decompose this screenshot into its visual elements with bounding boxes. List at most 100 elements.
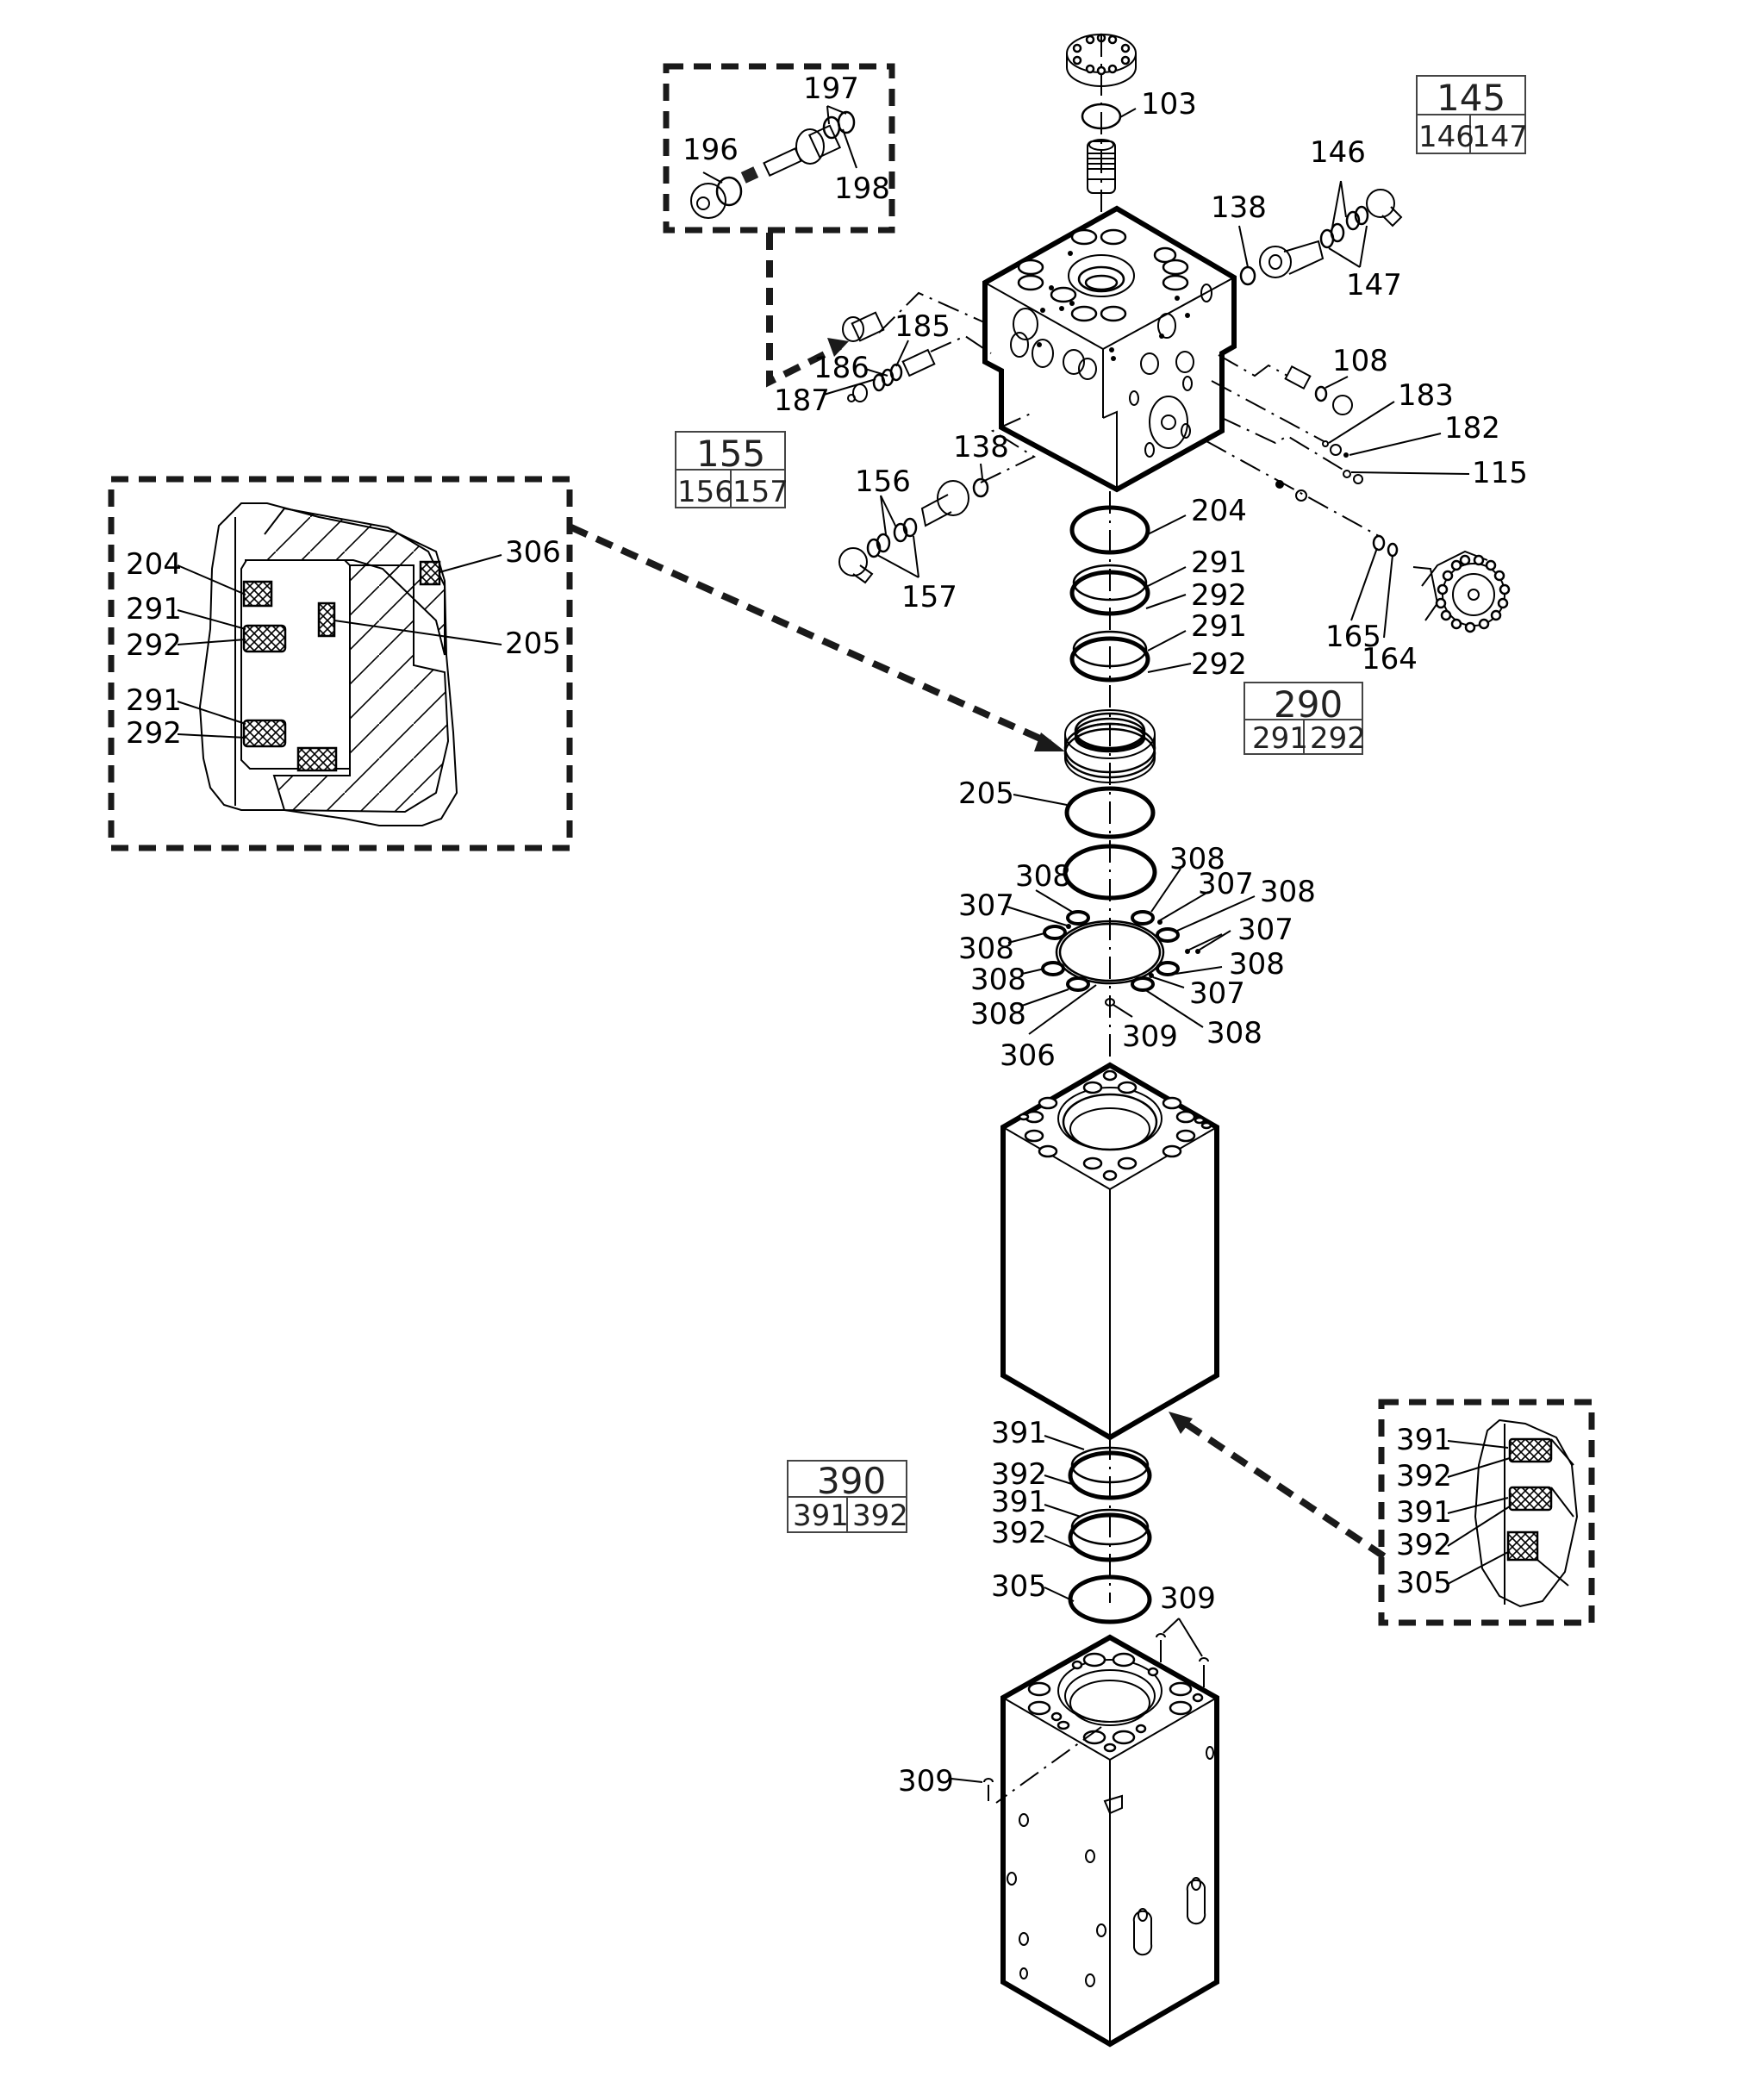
seal-ring-291-292-lower bbox=[1069, 630, 1150, 683]
callout-146: 146 bbox=[1310, 135, 1366, 170]
detail-box-check-valve bbox=[663, 63, 895, 234]
callout-305: 305 bbox=[991, 1569, 1047, 1604]
accumulator-unit bbox=[1372, 534, 1511, 633]
kit-290-item-292: 292 bbox=[1310, 721, 1366, 756]
detail-lower-callout-391a: 391 bbox=[1396, 1423, 1452, 1457]
callout-182: 182 bbox=[1444, 411, 1500, 446]
seal-ring-204 bbox=[1069, 505, 1150, 555]
callout-115: 115 bbox=[1472, 456, 1528, 490]
check-valve-assembly bbox=[690, 110, 856, 219]
callout-185: 185 bbox=[894, 309, 951, 344]
callout-308-r7: 308 bbox=[1206, 1016, 1262, 1050]
callout-307-r2: 307 bbox=[1198, 867, 1254, 901]
callout-308-l1: 308 bbox=[1015, 859, 1071, 894]
lower-cylinder-body bbox=[1000, 1634, 1219, 2048]
seal-ring-205 bbox=[1064, 786, 1156, 839]
callout-308-r3: 308 bbox=[1260, 875, 1316, 909]
detail-box-upper-seals bbox=[108, 476, 573, 851]
callout-147: 147 bbox=[1346, 268, 1402, 302]
callout-164: 164 bbox=[1362, 642, 1418, 676]
kit-145-item-147: 147 bbox=[1472, 120, 1528, 154]
kit-box-290: 290 291 292 bbox=[1244, 682, 1366, 756]
seal-ring-391-392-upper bbox=[1068, 1446, 1152, 1500]
detail-box-lower-seals bbox=[1378, 1399, 1595, 1626]
callout-108: 108 bbox=[1332, 344, 1388, 378]
kit-box-390: 390 391 392 bbox=[787, 1460, 908, 1533]
fitting-145 bbox=[1239, 189, 1403, 286]
valve-185-assembly bbox=[842, 311, 936, 402]
upper-seal-cross-section bbox=[198, 502, 458, 826]
seal-carrier-bushing bbox=[1063, 709, 1156, 783]
kit-145-title: 145 bbox=[1437, 77, 1505, 119]
kit-390-title: 390 bbox=[817, 1460, 886, 1502]
callout-308-r5: 308 bbox=[1229, 947, 1285, 982]
callout-291-lower: 291 bbox=[1191, 609, 1247, 644]
top-cap bbox=[1066, 33, 1137, 87]
callout-157: 157 bbox=[901, 580, 957, 614]
kit-390-item-391: 391 bbox=[793, 1499, 849, 1533]
callout-306: 306 bbox=[1000, 1038, 1056, 1073]
callout-308-l5: 308 bbox=[970, 997, 1026, 1032]
callout-392-lower: 392 bbox=[991, 1516, 1047, 1550]
callout-103: 103 bbox=[1141, 87, 1197, 122]
kit-155-item-156: 156 bbox=[677, 475, 733, 509]
callout-187: 187 bbox=[774, 383, 830, 418]
detail-upper-callout-292b: 292 bbox=[126, 716, 182, 751]
seal-ring-291-292-upper bbox=[1069, 564, 1150, 616]
valve-head-block bbox=[982, 205, 1237, 493]
fitting-155 bbox=[838, 477, 989, 584]
detail-arrow-check-valve bbox=[766, 233, 842, 388]
callout-138-upper: 138 bbox=[1211, 190, 1267, 225]
seal-ring-391-392-lower bbox=[1068, 1508, 1152, 1562]
kit-145-item-146: 146 bbox=[1418, 120, 1474, 154]
detail-lower-callout-305: 305 bbox=[1396, 1566, 1452, 1600]
kit-390-item-392: 392 bbox=[852, 1499, 908, 1533]
callout-292-upper: 292 bbox=[1191, 578, 1247, 613]
callout-183: 183 bbox=[1398, 378, 1454, 413]
lower-seal-cross-section bbox=[1474, 1418, 1579, 1608]
seal-plate-leaders bbox=[1006, 868, 1256, 1035]
detail-upper-callout-204: 204 bbox=[126, 547, 182, 582]
kit-155-title: 155 bbox=[696, 433, 765, 475]
detail-arrow-lower-seals bbox=[1178, 1417, 1387, 1560]
kit-155-item-157: 157 bbox=[732, 475, 789, 509]
callout-391-lower: 391 bbox=[991, 1485, 1047, 1519]
callout-186: 186 bbox=[813, 351, 870, 385]
detail-upper-callout-291b: 291 bbox=[126, 683, 182, 718]
cylinder-body bbox=[1000, 1062, 1219, 1441]
callout-309-lower: 309 bbox=[898, 1764, 954, 1799]
callout-205: 205 bbox=[958, 776, 1014, 811]
callout-291-upper: 291 bbox=[1191, 545, 1247, 580]
detail-lower-callout-392b: 392 bbox=[1396, 1528, 1452, 1562]
dowel-pins-309 bbox=[983, 1633, 1209, 1801]
callout-198: 198 bbox=[834, 171, 890, 206]
callout-292-lower: 292 bbox=[1191, 647, 1247, 682]
callout-307-r6: 307 bbox=[1189, 976, 1245, 1011]
detail-arrow-upper-seals bbox=[570, 524, 1051, 746]
callout-309-upper: 309 bbox=[1160, 1581, 1216, 1616]
callout-204: 204 bbox=[1191, 494, 1247, 528]
seal-ring-upper-plate bbox=[1063, 844, 1157, 901]
callout-196: 196 bbox=[683, 133, 739, 167]
detail-upper-callout-205: 205 bbox=[505, 627, 561, 661]
callout-309-center: 309 bbox=[1122, 1019, 1178, 1054]
callout-391-upper: 391 bbox=[991, 1416, 1047, 1450]
detail-lower-callout-392a: 392 bbox=[1396, 1459, 1452, 1493]
callout-197: 197 bbox=[803, 72, 859, 106]
detail-upper-callout-306: 306 bbox=[505, 535, 561, 570]
callout-308-l3: 308 bbox=[958, 932, 1014, 966]
seal-plate-306 bbox=[1041, 910, 1200, 1007]
detail-upper-callout-291a: 291 bbox=[126, 592, 182, 627]
callout-392-upper: 392 bbox=[991, 1457, 1047, 1492]
callout-165: 165 bbox=[1325, 620, 1381, 654]
callout-156: 156 bbox=[855, 464, 911, 499]
kit-290-title: 290 bbox=[1274, 683, 1343, 726]
kit-box-155: 155 156 157 bbox=[675, 431, 789, 509]
callout-308-l4: 308 bbox=[970, 963, 1026, 997]
kit-290-item-291: 291 bbox=[1252, 721, 1308, 756]
detail-lower-callout-391b: 391 bbox=[1396, 1495, 1452, 1530]
callout-138-lower: 138 bbox=[953, 430, 1009, 464]
small-valves-right bbox=[1275, 365, 1363, 502]
callout-307-r4: 307 bbox=[1237, 913, 1293, 947]
